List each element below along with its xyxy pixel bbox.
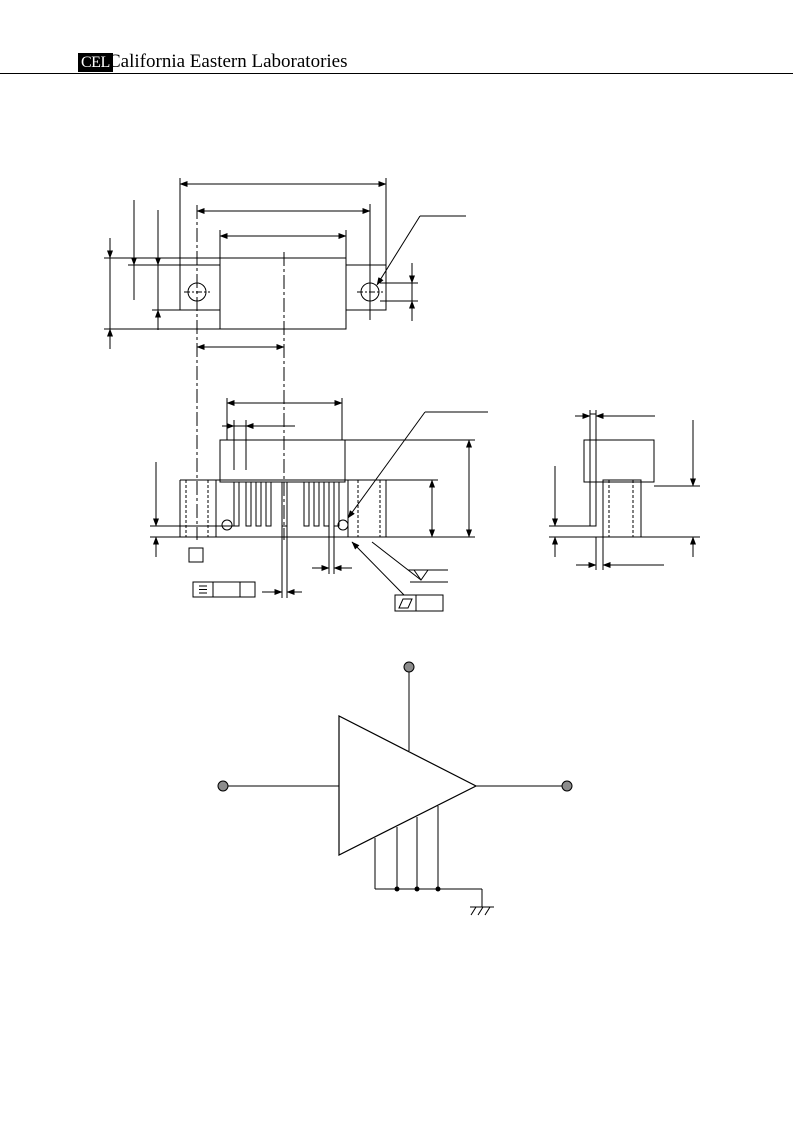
pin (255, 481, 262, 527)
pin (281, 481, 288, 527)
pin-group (233, 481, 340, 527)
top-view (104, 178, 466, 540)
pin (333, 481, 340, 527)
cel-logo: CEL (78, 53, 113, 72)
pin (323, 481, 330, 527)
left-flange (179, 264, 221, 311)
flatness-frame (394, 594, 444, 612)
input-terminal (217, 780, 229, 792)
flatness-leader (351, 541, 405, 596)
amplifier-schematic (217, 661, 573, 916)
side-flange (602, 479, 642, 538)
pin-callout-leader (347, 411, 426, 519)
side-body (583, 439, 655, 483)
front-view (150, 398, 488, 612)
pin (313, 481, 320, 527)
side-pin (589, 413, 597, 527)
page-header: CEL California Eastern Laboratories (0, 48, 793, 76)
supply-terminal (403, 661, 415, 673)
ground-icon (470, 906, 494, 916)
right-flange (345, 264, 387, 311)
pin (245, 481, 252, 527)
hole-callout-leader (376, 215, 421, 286)
output-terminal (561, 780, 573, 792)
company-name: California Eastern Laboratories (108, 51, 348, 72)
pin (233, 481, 240, 527)
pin (265, 481, 272, 527)
coplanarity-frame (192, 581, 256, 598)
header-rule (0, 73, 793, 74)
last-pin-indicator (337, 519, 349, 531)
side-view (549, 410, 700, 570)
amplifier-triangle (338, 715, 478, 856)
front-body (219, 439, 346, 483)
datum-box (188, 547, 204, 563)
pin (303, 481, 310, 527)
module-body (219, 257, 347, 330)
pin1-indicator (221, 519, 233, 531)
surface-finish-leader (371, 541, 422, 581)
